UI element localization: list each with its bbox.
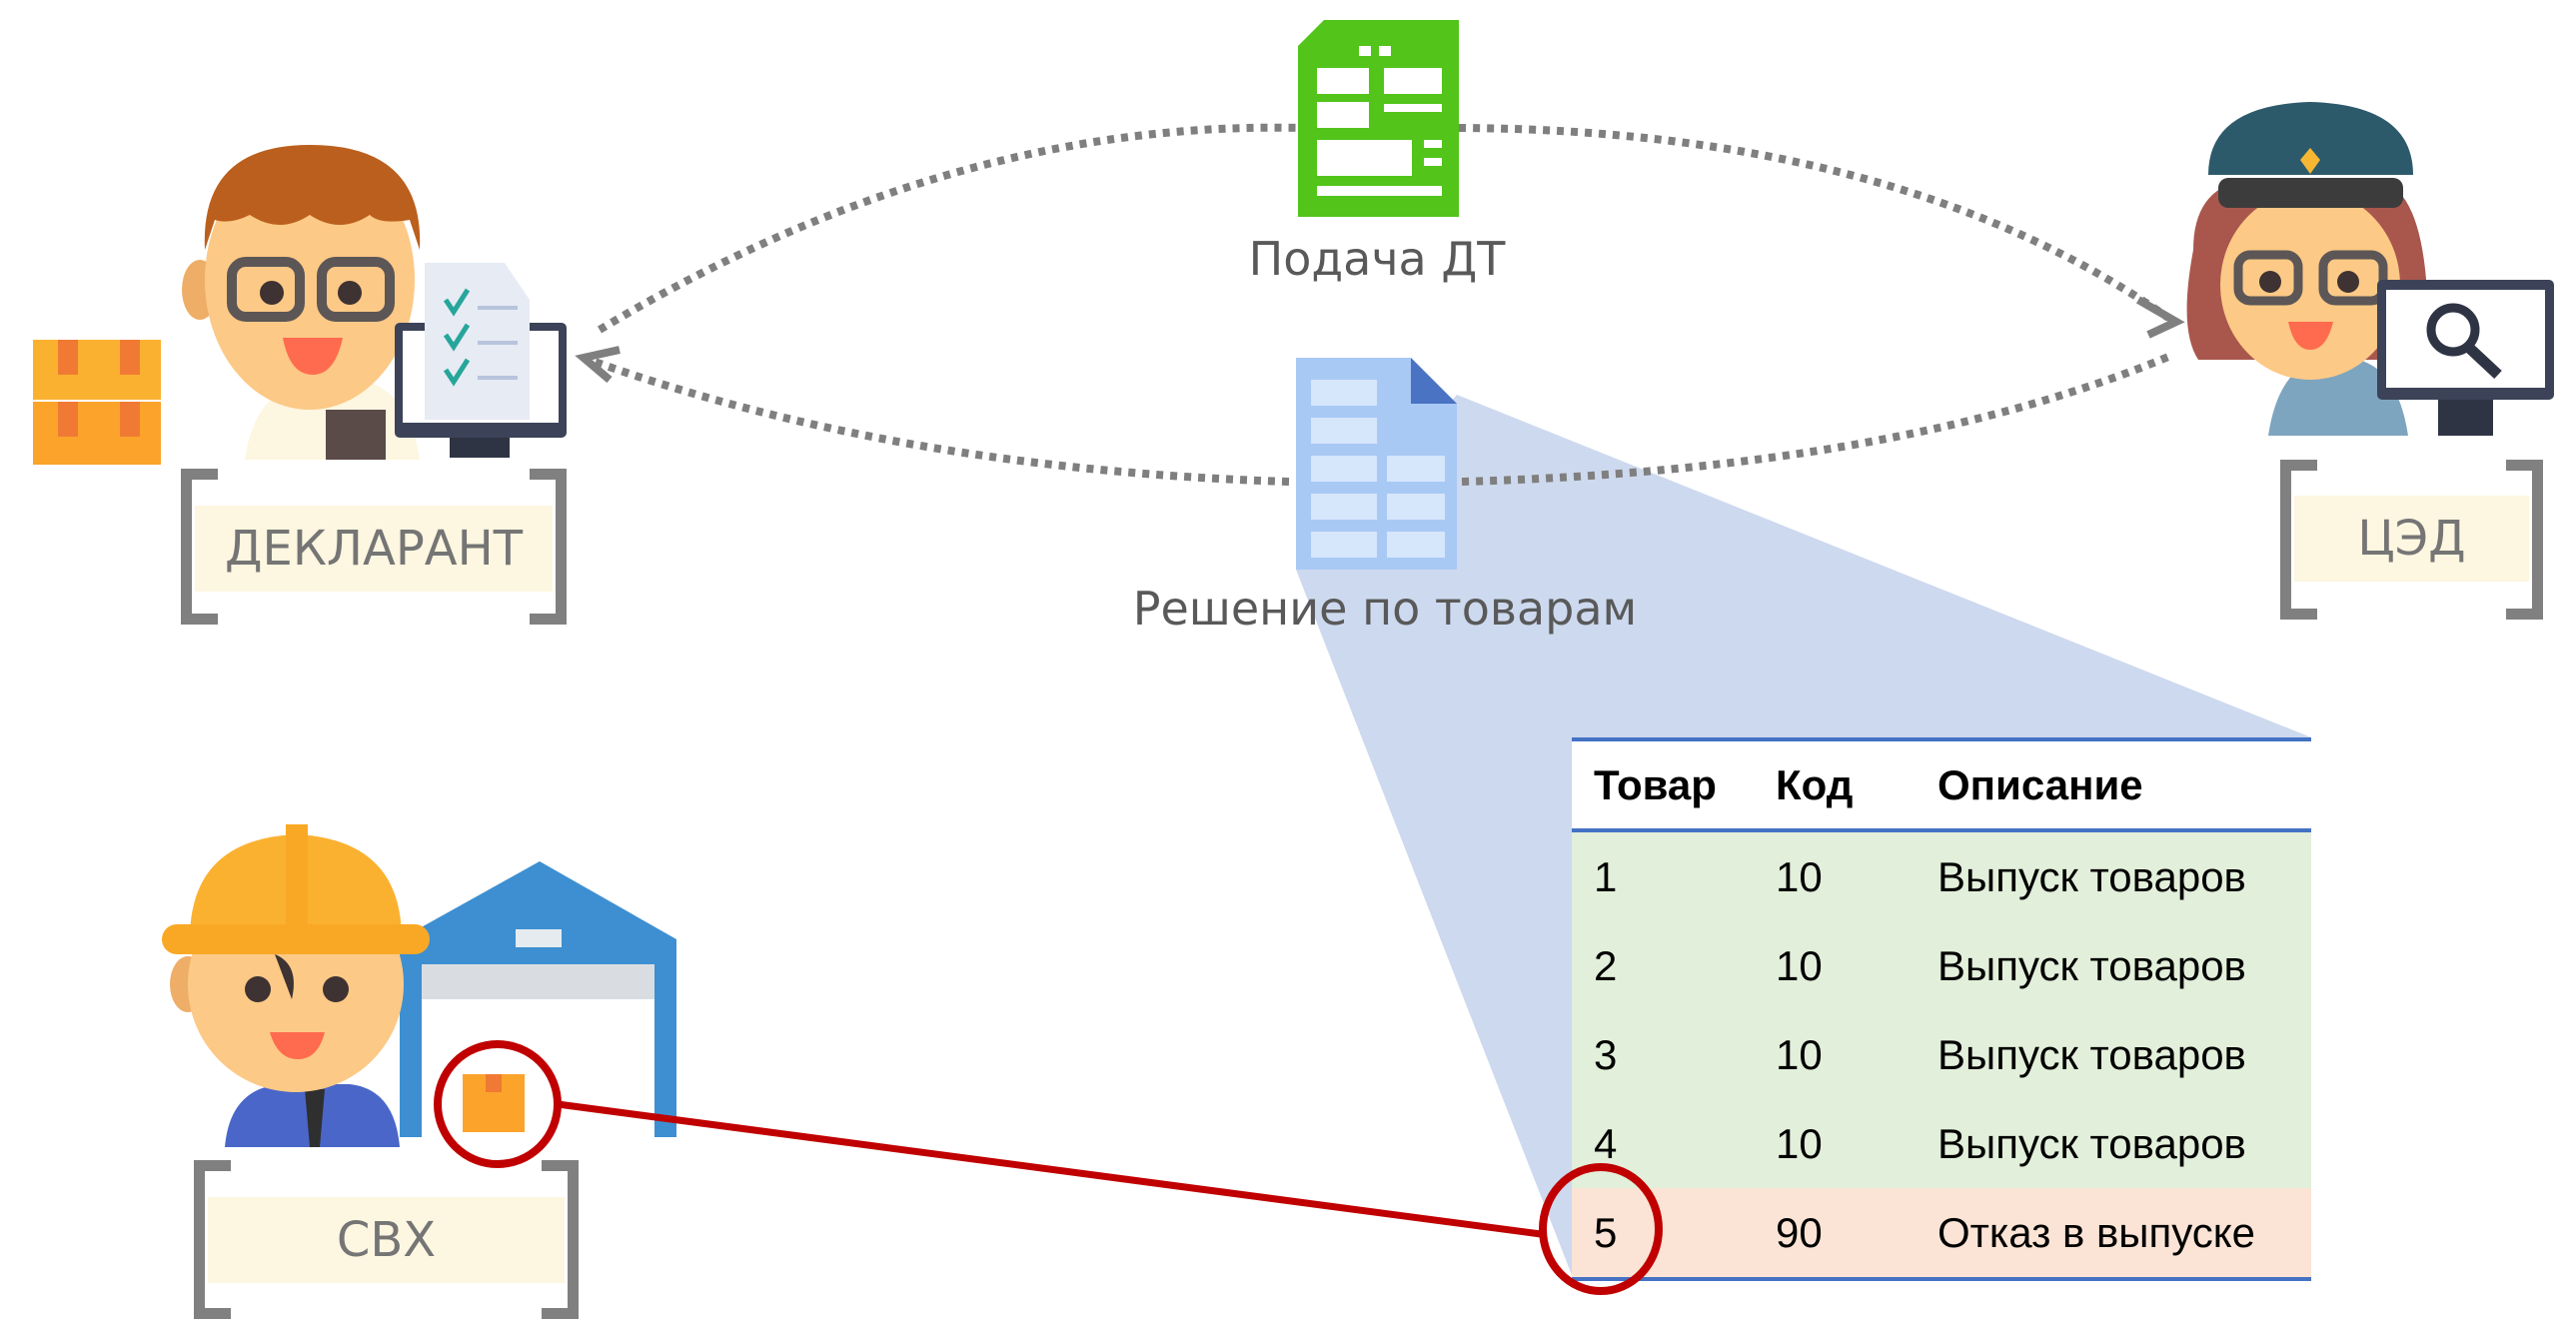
decision-label: Решение по товарам — [1132, 582, 1638, 636]
bracket-left — [181, 469, 218, 625]
column-header-goods: Товар — [1572, 737, 1754, 832]
declaration-document-icon — [1298, 20, 1459, 217]
arrowhead-declarant — [575, 346, 621, 384]
submit-arrow-right — [1458, 124, 2171, 322]
goods-link-line — [557, 1100, 1542, 1238]
cell-goods: 2 — [1572, 921, 1754, 1010]
bracket-left — [194, 1160, 231, 1319]
cell-goods: 1 — [1572, 830, 1754, 921]
cell-code: 10 — [1754, 830, 1916, 921]
bracket-left — [2280, 460, 2317, 620]
cell-description: Отказ в выпуске — [1916, 1188, 2311, 1281]
cell-code: 10 — [1754, 921, 1916, 1010]
cell-description: Выпуск товаров — [1916, 830, 2311, 921]
role-label: СВХ — [208, 1197, 565, 1283]
decision-document-icon — [1296, 358, 1457, 570]
cell-code: 10 — [1754, 1099, 1916, 1188]
role-warehouse: СВХ — [194, 1160, 579, 1319]
cell-goods: 5 — [1572, 1188, 1754, 1281]
table-header-row: Товар Код Описание — [1572, 737, 2311, 832]
cell-goods: 4 — [1572, 1099, 1754, 1188]
submit-arrow — [597, 123, 1300, 334]
document-projection — [1296, 395, 2311, 1275]
decision-arrow-right — [1461, 351, 2175, 486]
warehouse-illustration — [162, 824, 676, 1147]
decision-arrow-left — [593, 358, 1290, 486]
cell-code: 10 — [1754, 1010, 1916, 1099]
bracket-right — [542, 1160, 579, 1319]
cell-description: Выпуск товаров — [1916, 1099, 2311, 1188]
arrowhead-customs — [2135, 296, 2185, 339]
cell-goods: 3 — [1572, 1010, 1754, 1099]
cell-code: 90 — [1754, 1188, 1916, 1281]
column-header-code: Код — [1754, 737, 1916, 832]
role-customs: ЦЭД — [2280, 460, 2543, 620]
submit-declaration-label: Подача ДТ — [1248, 232, 1506, 286]
bracket-right — [2506, 460, 2543, 620]
role-label: ДЕКЛАРАНТ — [195, 506, 553, 592]
cell-description: Выпуск товаров — [1916, 921, 2311, 1010]
column-header-description: Описание — [1916, 737, 2311, 832]
goods-highlight-circle — [434, 1040, 562, 1168]
customs-officer-illustration — [2186, 102, 2554, 436]
role-label: ЦЭД — [2294, 496, 2529, 582]
cell-description: Выпуск товаров — [1916, 1010, 2311, 1099]
role-declarant: ДЕКЛАРАНТ — [181, 469, 567, 625]
declarant-illustration — [33, 145, 567, 465]
bracket-right — [530, 469, 567, 625]
